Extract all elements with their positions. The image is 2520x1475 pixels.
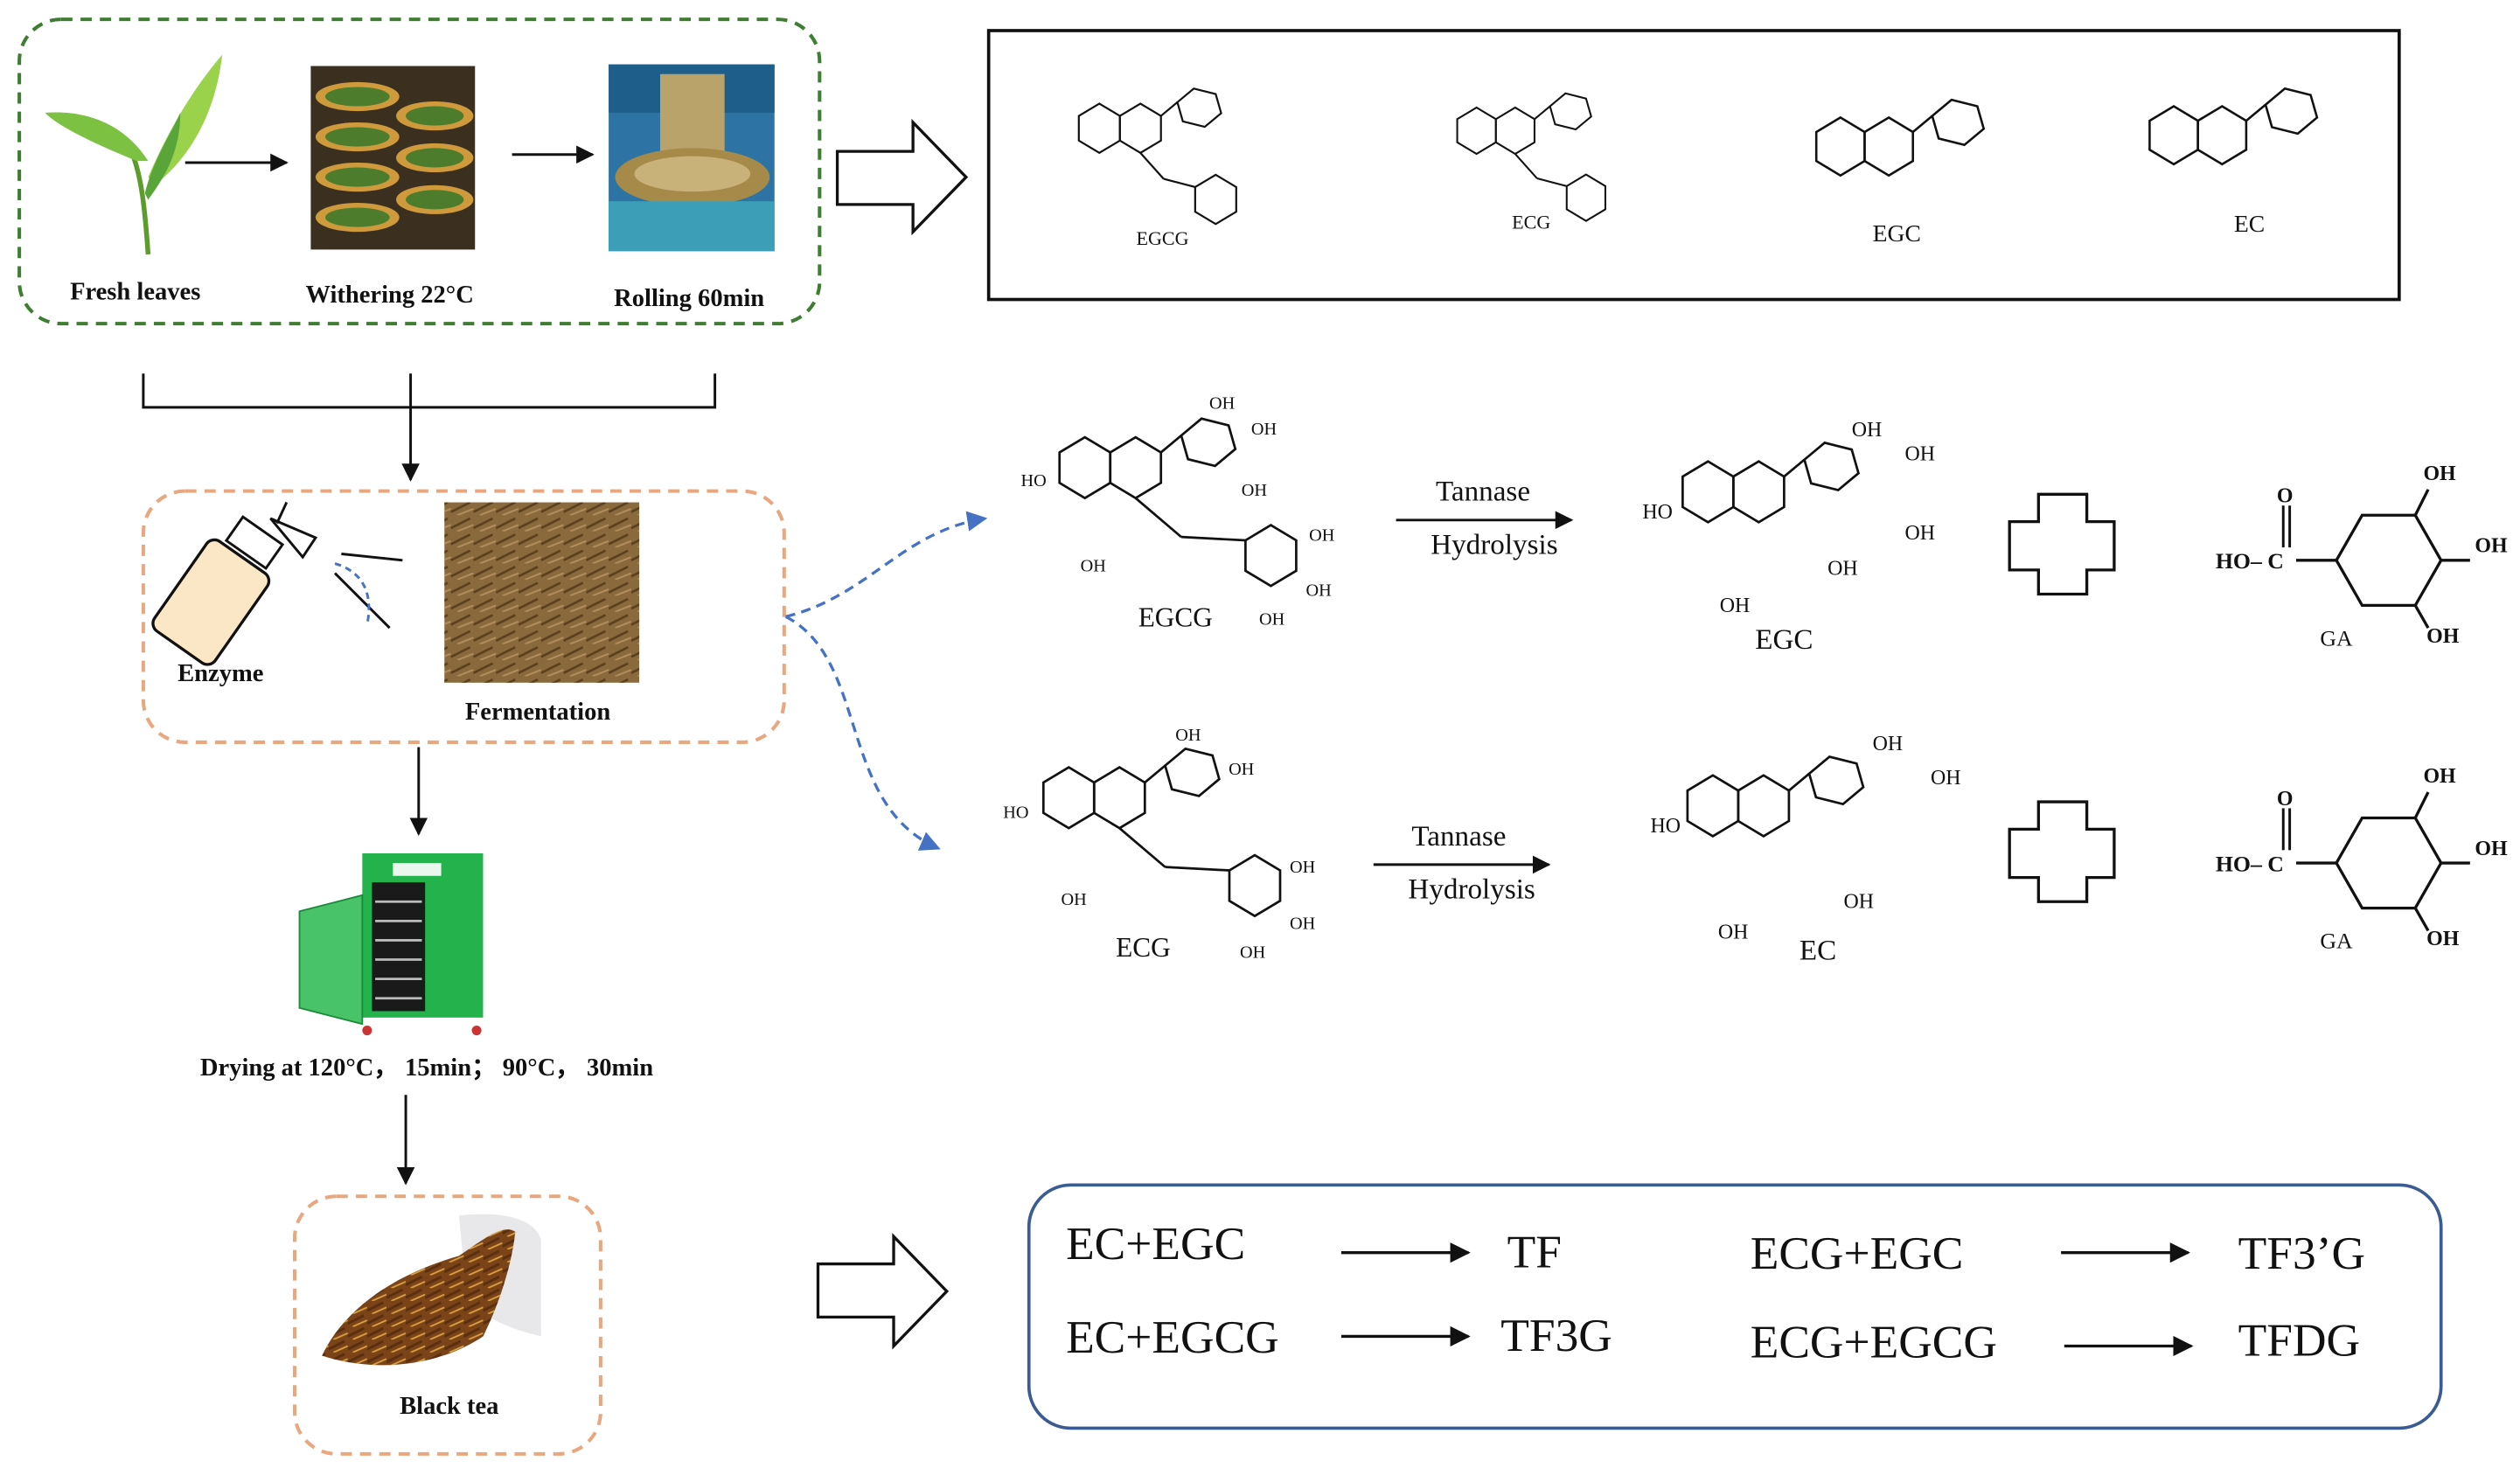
raw-processing-group: Fresh leaves Withering 22°C Rolling 60mi… xyxy=(17,17,822,326)
oh-label: OH xyxy=(1718,922,1749,944)
hollow-arrow-to-reactions xyxy=(816,1233,950,1350)
black-tea-image xyxy=(322,1214,541,1366)
oh-label: OH xyxy=(1240,943,1266,963)
catechin-label-egc: EGC xyxy=(1873,219,1921,247)
ho-label: HO xyxy=(1642,501,1673,524)
gallic-acid-structure xyxy=(2281,489,2470,630)
egc-structure xyxy=(1681,442,1860,524)
withering-image xyxy=(310,66,476,250)
fermentation-label: Fermentation xyxy=(465,699,611,726)
catechin-structure-ecg xyxy=(1456,92,1607,222)
o-label: O xyxy=(2277,485,2294,508)
drying-machine-image xyxy=(298,852,484,1036)
oh-label: OH xyxy=(1242,481,1268,500)
oh-label: OH xyxy=(1931,767,1961,790)
reaction-1-reactants: EC+EGC xyxy=(1066,1217,1245,1270)
oh-label: OH xyxy=(1309,526,1335,546)
ho-label: HO xyxy=(1651,815,1681,838)
drying-label: Drying at 120°C， 15min； 90°C， 30min xyxy=(200,1054,653,1082)
oh-label: OH xyxy=(2475,838,2508,860)
spray-bottle-icon xyxy=(151,501,403,666)
oh-label: OH xyxy=(1873,733,1904,755)
enzyme-label: Enzyme xyxy=(178,660,263,687)
process-label: Hydrolysis xyxy=(1431,528,1557,560)
oh-label: OH xyxy=(1852,419,1883,442)
coproduct-label: GA xyxy=(2320,929,2353,954)
oh-label: OH xyxy=(1081,557,1107,576)
oh-label: OH xyxy=(1904,443,1935,466)
catechin-label-ecg: ECG xyxy=(1512,211,1550,233)
fermentation-image xyxy=(444,502,640,683)
oh-label: OH xyxy=(1305,581,1332,600)
withering-label: Withering 22°C xyxy=(305,282,473,309)
hydrolysis-row-2: OH OH HO OH OH OH OH ECG Tannase Hydroly… xyxy=(1003,726,2508,966)
ho-label: HO xyxy=(1003,803,1028,822)
catechin-label-ec: EC xyxy=(2234,210,2265,237)
o-label: O xyxy=(2277,788,2294,811)
gallic-acid-structure xyxy=(2281,791,2470,932)
fresh-leaves-label: Fresh leaves xyxy=(70,279,200,306)
reaction-4-product: TFDG xyxy=(2238,1314,2360,1367)
black-tea-label: Black tea xyxy=(400,1393,498,1420)
oh-label: OH xyxy=(2475,535,2508,558)
black-tea-group: Black tea xyxy=(292,1194,602,1456)
oh-label: OH xyxy=(2423,463,2456,485)
blue-arrow-to-egcg xyxy=(785,511,988,618)
reaction-2-reactants: EC+EGCG xyxy=(1066,1311,1279,1363)
catechin-structure-egcg xyxy=(1077,87,1237,226)
plus-icon xyxy=(2008,800,2116,903)
process-label: Hydrolysis xyxy=(1408,873,1535,906)
oh-label: OH xyxy=(2423,765,2456,788)
oh-label: OH xyxy=(1229,760,1255,779)
enzyme-label: Tannase xyxy=(1436,476,1530,508)
catechin-label-egcg: EGCG xyxy=(1137,227,1189,249)
catechin-structure-egc xyxy=(1814,98,1986,177)
oh-label: OH xyxy=(1062,890,1088,909)
theaflavin-reactions-box xyxy=(1027,1183,2443,1430)
oh-label: OH xyxy=(1720,595,1751,617)
hollow-arrow-to-catechins xyxy=(835,118,969,236)
bracket-connector xyxy=(142,373,717,482)
reaction-3-product: TF3’G xyxy=(2238,1227,2365,1279)
oh-label: OH xyxy=(1904,522,1935,545)
oh-label: OH xyxy=(1290,858,1316,877)
oh-label: OH xyxy=(1259,610,1285,630)
oh-label: OH xyxy=(1844,891,1875,914)
reaction-3-reactants: ECG+EGC xyxy=(1751,1227,1964,1279)
reaction-2-product: TF3G xyxy=(1500,1309,1612,1361)
enzyme-label: Tannase xyxy=(1411,820,1506,852)
ho-c-label: HO– C xyxy=(2216,548,2284,574)
oh-label: OH xyxy=(1827,557,1858,580)
oh-label: OH xyxy=(2426,625,2460,648)
coproduct-label: GA xyxy=(2320,625,2353,651)
fermentation-group: Enzyme Fermentation xyxy=(141,489,786,744)
blue-arrow-to-ecg xyxy=(784,615,941,851)
fresh-leaf-image xyxy=(45,54,223,255)
oh-label: OH xyxy=(1209,394,1236,414)
rolling-machine-image xyxy=(609,64,775,252)
reaction-1-product: TF xyxy=(1507,1225,1562,1277)
oh-label: OH xyxy=(2426,928,2460,950)
plus-icon xyxy=(2008,492,2116,596)
rolling-label: Rolling 60min xyxy=(614,285,764,312)
hydrolysis-row-1: OH OH OH HO OH OH OH OH EGCG Tannase Hyd… xyxy=(1021,394,2508,656)
substrate-label: ECG xyxy=(1116,932,1171,963)
oh-label: OH xyxy=(1175,726,1201,745)
product-label: EGC xyxy=(1755,623,1813,656)
fermentation-frame xyxy=(141,489,786,744)
oh-label: OH xyxy=(1251,420,1277,439)
ec-structure xyxy=(1686,755,1865,838)
egcg-structure xyxy=(1058,417,1298,588)
catechin-box xyxy=(986,29,2401,302)
ho-label: HO xyxy=(1021,471,1047,491)
black-tea-frame xyxy=(292,1194,602,1456)
substrate-label: EGCG xyxy=(1138,602,1213,632)
reaction-4-reactants: ECG+EGCG xyxy=(1751,1315,1997,1367)
raw-processing-frame xyxy=(17,17,822,326)
catechin-structure-ec xyxy=(2148,87,2319,166)
oh-label: OH xyxy=(1290,915,1316,934)
ho-c-label: HO– C xyxy=(2216,851,2284,876)
ecg-structure xyxy=(1041,747,1282,918)
product-label: EC xyxy=(1800,935,1836,967)
